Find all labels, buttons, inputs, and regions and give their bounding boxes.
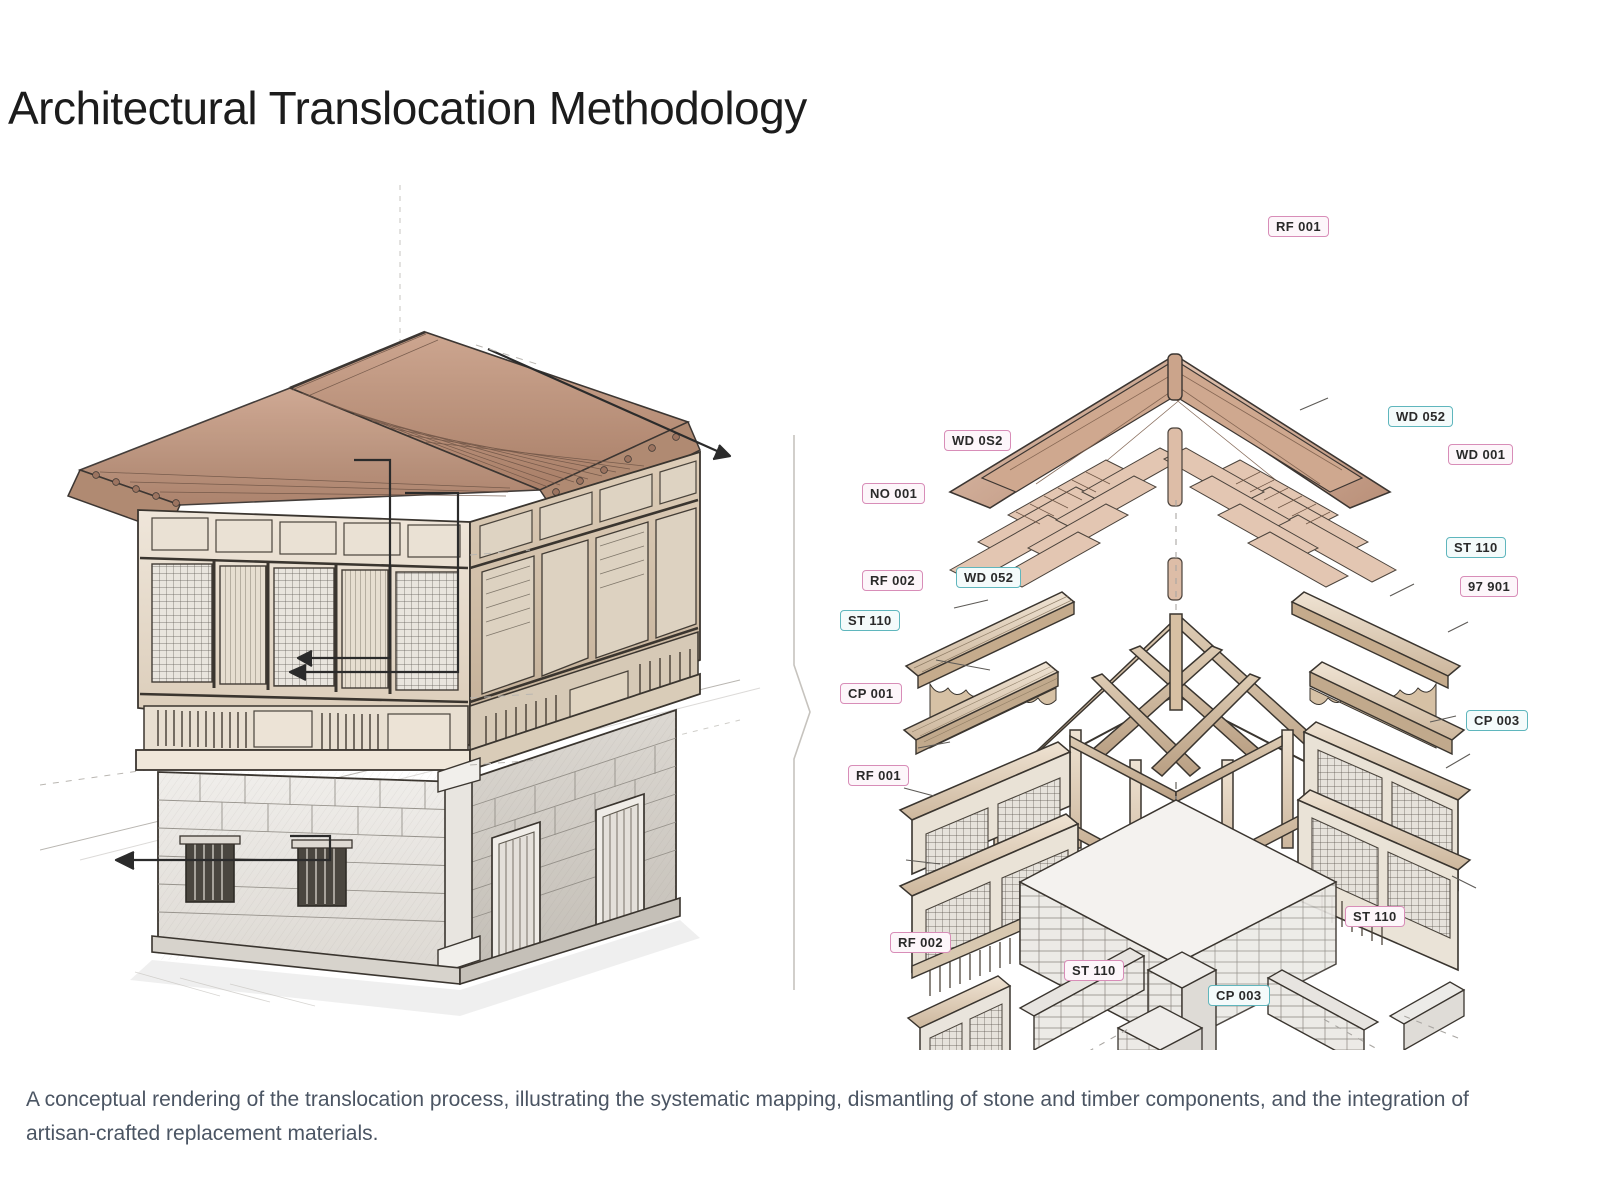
stone-pier xyxy=(1116,1005,1204,1050)
tag-no-001-left-bracket[interactable]: NO 001 xyxy=(862,483,926,504)
building-stone-base xyxy=(151,708,681,986)
stone-doorway xyxy=(491,820,541,972)
plain-ridge-beam-left xyxy=(902,661,1060,756)
panel-divider xyxy=(793,435,811,990)
tag-st-110-right-base[interactable]: ST 110 xyxy=(1345,906,1405,927)
tag-rf-002-bottom-left[interactable]: RF 002 xyxy=(890,932,952,953)
tag-st-110-bottom[interactable]: ST 110 xyxy=(1064,960,1124,981)
figure-illustration: RF 001 WD 0S2 NO 001 RF 002 WD 052 ST 110 CP 0… xyxy=(0,160,1600,1050)
plain-ridge-beam-right xyxy=(1308,661,1466,756)
leader-lines xyxy=(903,397,1477,949)
stone-barred-window xyxy=(179,835,241,903)
tag-cp-001-left-wall[interactable]: CP 001 xyxy=(840,683,902,704)
timber-wall-panel-right-lower xyxy=(1296,789,1472,972)
tag-wd-052-left-eave[interactable]: WD 0S2 xyxy=(944,430,1011,451)
tag-97-901-right-wall[interactable]: 97 901 xyxy=(1460,576,1519,597)
intact-building-perspective-drawing xyxy=(40,185,761,1016)
stone-barred-window xyxy=(291,839,353,907)
tag-rf-001-roof[interactable]: RF 001 xyxy=(1268,216,1330,237)
tag-rf-002-left-beam[interactable]: RF 002 xyxy=(862,570,924,591)
tag-st-110-left-panel[interactable]: ST 110 xyxy=(840,610,900,631)
building-upper-timber-story xyxy=(135,450,701,772)
tag-wd-052-right-eave[interactable]: WD 052 xyxy=(1388,406,1454,427)
tag-wd-052-center[interactable]: WD 052 xyxy=(956,567,1022,588)
annotation-arrows xyxy=(114,347,732,870)
building-roof xyxy=(66,330,701,533)
page-title: Architectural Translocation Methodology xyxy=(8,81,807,134)
timber-wall-panel-left-upper xyxy=(898,741,1072,881)
loose-stone-block xyxy=(1388,981,1466,1050)
loose-window-panel xyxy=(906,975,1012,1050)
exploded-axonometric-component-diagram xyxy=(898,353,1477,1050)
figure-caption: A conceptual rendering of the translocat… xyxy=(26,1088,1469,1146)
roof-tile-assembly xyxy=(948,353,1392,509)
tag-rf-001-left-balcony[interactable]: RF 001 xyxy=(848,765,910,786)
tag-cp-003-right-wall[interactable]: CP 003 xyxy=(1466,710,1528,731)
loose-stone-course xyxy=(1266,969,1380,1050)
tag-st-110-right-panel[interactable]: ST 110 xyxy=(1446,537,1506,558)
loose-roof-tiles xyxy=(948,427,1398,601)
tag-cp-003-bottom[interactable]: CP 003 xyxy=(1208,985,1270,1006)
tag-wd-001-right-eave[interactable]: WD 001 xyxy=(1448,444,1514,465)
